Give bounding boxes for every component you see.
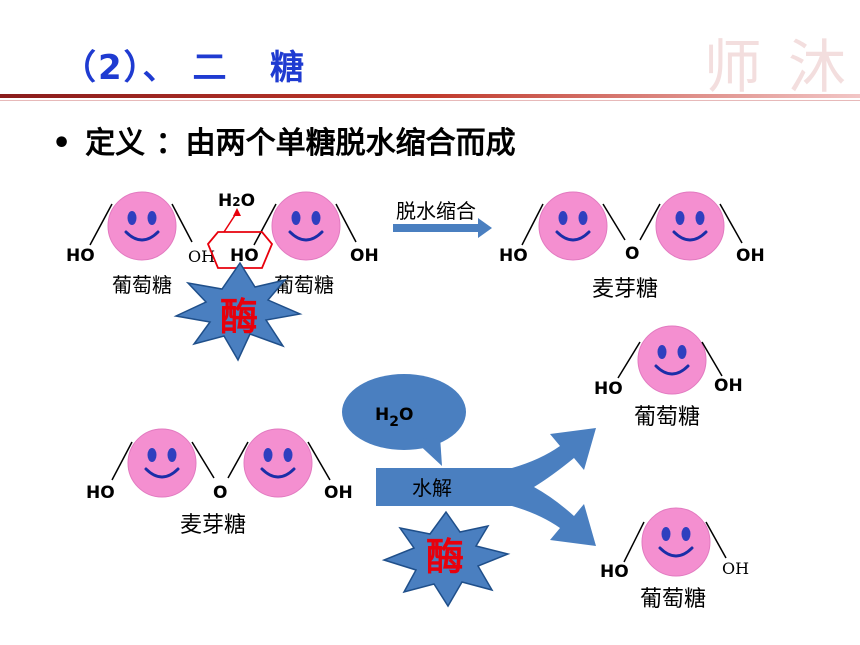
hydrolysis-arrow: 水解 bbox=[376, 428, 596, 546]
slide-title: （2）、 二 糖 bbox=[62, 48, 307, 88]
water-label-top: H2O bbox=[218, 191, 255, 211]
split-arrow-icon bbox=[376, 428, 596, 546]
glucose-label: 葡萄糖 bbox=[634, 405, 700, 430]
bond-line bbox=[639, 203, 661, 241]
speech-bubble-tail bbox=[414, 436, 442, 466]
water-cloud: H2O bbox=[342, 374, 466, 466]
title-underline bbox=[0, 94, 860, 98]
smiley-face-icon bbox=[106, 190, 178, 262]
enzyme-label: 酶 bbox=[426, 534, 464, 579]
bullet-dot: • bbox=[52, 126, 72, 161]
bond-line bbox=[111, 441, 133, 481]
glucose-product-top: HO OH 葡萄糖 bbox=[594, 324, 743, 430]
maltose-molecule-bottom: HO O OH 麦芽糖 bbox=[86, 427, 353, 538]
bond-line bbox=[307, 441, 331, 481]
maltose-label: 麦芽糖 bbox=[180, 513, 246, 538]
bond-line bbox=[191, 441, 215, 479]
oh-label: OH bbox=[722, 559, 749, 578]
ho-label: HO bbox=[600, 562, 629, 582]
starburst-icon bbox=[381, 510, 511, 608]
ho-label: HO bbox=[594, 379, 623, 399]
definition-text: 定义 ：由两个单糖脱水缩合而成 bbox=[85, 126, 516, 161]
smiley-face-icon bbox=[636, 324, 708, 396]
enzyme-burst-bottom: 酶 bbox=[381, 510, 511, 608]
bond-line bbox=[171, 203, 193, 243]
condensation-label: 脱水缩合 bbox=[396, 199, 476, 223]
glucose-label: 葡萄糖 bbox=[274, 273, 334, 297]
oh-label: OH bbox=[714, 376, 743, 396]
bond-line bbox=[227, 441, 249, 479]
smiley-face-icon bbox=[242, 427, 314, 499]
maltose-label: 麦芽糖 bbox=[592, 277, 658, 302]
smiley-face-icon bbox=[270, 190, 342, 262]
hydrolysis-label: 水解 bbox=[412, 476, 452, 500]
speech-bubble-icon bbox=[342, 374, 466, 450]
bond-line bbox=[705, 521, 727, 559]
bond-line bbox=[701, 341, 723, 377]
bond-line bbox=[253, 203, 277, 246]
smiley-face-icon bbox=[537, 190, 609, 262]
starburst-icon bbox=[173, 261, 303, 362]
smiley-face-icon bbox=[654, 190, 726, 262]
oh-label: OH bbox=[350, 246, 379, 266]
glucose-label: 葡萄糖 bbox=[640, 587, 706, 612]
enzyme-label: 酶 bbox=[220, 294, 258, 339]
bond-line bbox=[335, 203, 357, 243]
glucose-molecule-left: HO OH 葡萄糖 bbox=[66, 190, 215, 297]
glucose-label: 葡萄糖 bbox=[112, 273, 172, 297]
bond-line bbox=[521, 203, 544, 246]
oh-label: OH bbox=[188, 247, 215, 266]
smiley-face-icon bbox=[126, 427, 198, 499]
condensation-arrow-icon bbox=[393, 218, 492, 238]
bond-line bbox=[617, 341, 641, 379]
smiley-face-icon bbox=[640, 506, 712, 578]
glucose-product-bottom: HO OH 葡萄糖 bbox=[600, 506, 749, 612]
bond-line bbox=[623, 521, 645, 563]
water-arrow-head-icon bbox=[233, 208, 241, 216]
ho-label: HO bbox=[66, 246, 95, 266]
bond-line bbox=[719, 203, 743, 244]
oh-label: OH bbox=[736, 246, 765, 266]
maltose-molecule-top: HO O OH 麦芽糖 bbox=[499, 190, 765, 302]
definition-bullet: • 定义 ：由两个单糖脱水缩合而成 bbox=[52, 118, 516, 162]
ho-label: HO bbox=[230, 246, 259, 266]
ho-label: HO bbox=[86, 483, 115, 503]
bond-line bbox=[89, 203, 113, 246]
glucose-molecule-right: HO OH 葡萄糖 bbox=[230, 190, 379, 297]
bond-line bbox=[602, 203, 626, 241]
enzyme-burst-top: 酶 bbox=[173, 261, 303, 362]
o-bridge-label: O bbox=[625, 244, 639, 264]
oh-label: OH bbox=[324, 483, 353, 503]
ho-label: HO bbox=[499, 246, 528, 266]
water-removal-hexagon bbox=[206, 231, 274, 269]
title-underline-thin bbox=[0, 100, 860, 101]
o-bridge-label: O bbox=[213, 483, 227, 503]
watermark-logo: 师 沐 bbox=[703, 33, 850, 101]
